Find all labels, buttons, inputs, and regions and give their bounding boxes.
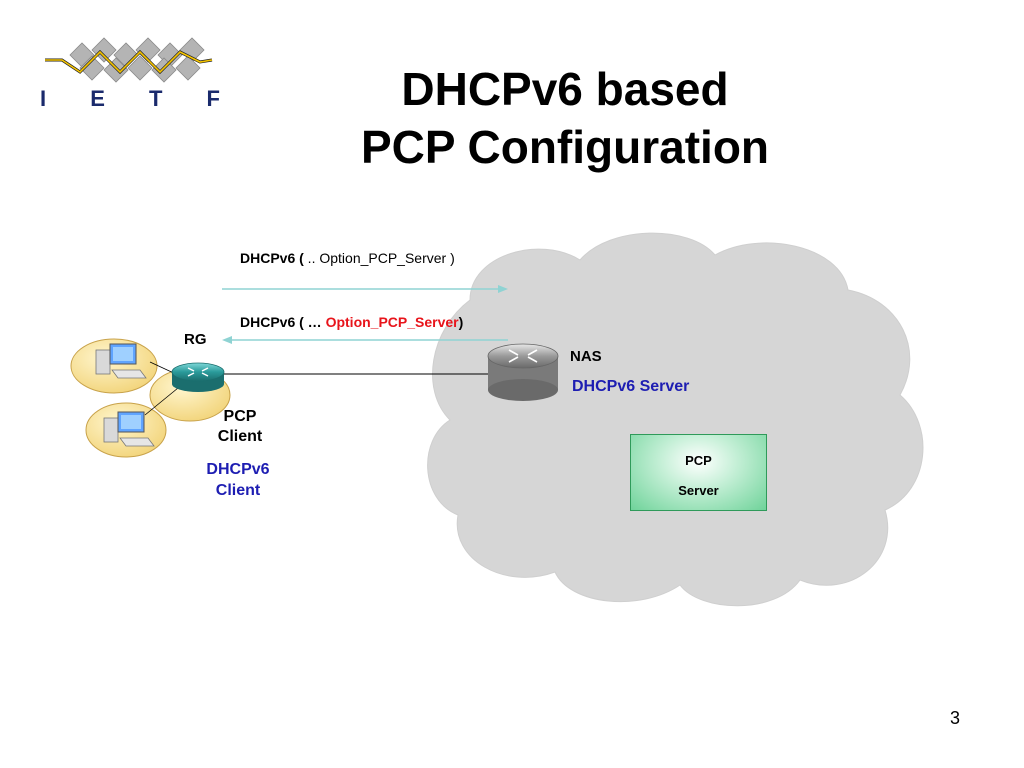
reply-option: Option_PCP_Server [325,314,459,330]
pcp-client-label: PCP Client [198,407,282,447]
nas-router-icon [487,343,559,401]
nas-label: NAS [570,348,602,365]
dhcp-request-message: DHCPv6 ( .. Option_PCP_Server ) [240,250,455,266]
dhcp-client-line-1: DHCPv6 [206,461,270,478]
page-number: 3 [950,708,961,728]
reply-suffix: ) [458,314,464,330]
host-1 [70,338,158,394]
logo-letter-e: E [90,86,105,111]
request-prefix: DHCPv6 ( [240,250,304,266]
pcp-client-line-1: PCP [223,408,257,425]
network-cloud [427,232,924,607]
logo-letter-i: I [40,86,47,111]
pcp-client-line-2: Client [217,428,263,445]
host-3 [85,402,167,458]
slide-title-line-2: PCP Configuration [360,121,770,173]
logo-letter-f: F [206,86,220,111]
request-arrow [222,285,508,293]
computer-icon [95,343,147,379]
reply-prefix: DHCPv6 ( … [240,314,326,330]
ietf-logo-text: I E T F [40,86,220,112]
pcp-server-box: PCP Server [630,434,767,511]
reply-arrow [222,336,508,344]
computer-icon [103,411,155,447]
ietf-logo-graphic [45,37,213,83]
request-option: .. Option_PCP_Server ) [303,250,455,266]
dhcp-reply-message: DHCPv6 ( … Option_PCP_Server) [240,314,463,330]
pcp-server-line-1: PCP [685,453,712,468]
pcp-server-line-2: Server [678,483,719,498]
dhcp-client-label: DHCPv6 Client [192,459,284,501]
dhcp-server-label: DHCPv6 Server [572,378,690,395]
rg-router-icon [171,362,225,392]
dhcp-client-line-2: Client [215,482,261,499]
logo-letter-t: T [149,86,163,111]
slide-title-line-1: DHCPv6 based [401,63,729,115]
rg-label: RG [184,331,207,348]
